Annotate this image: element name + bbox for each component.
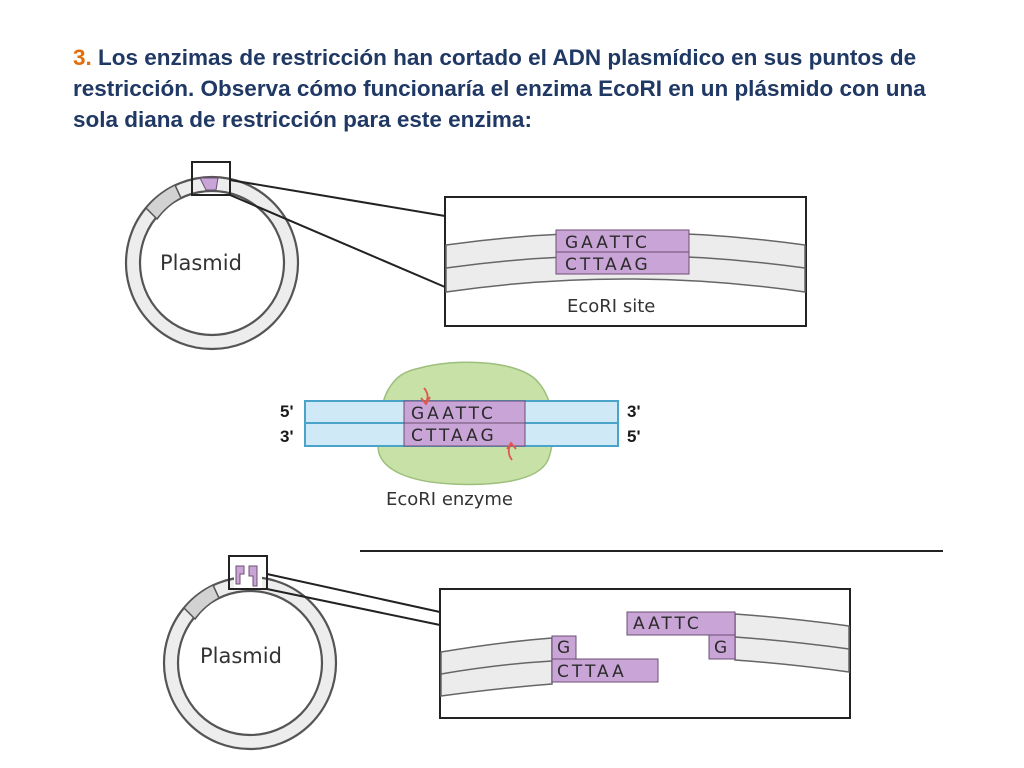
bottom-dna-left-band bbox=[440, 637, 553, 697]
bottom-plasmid-cut-end-right bbox=[248, 565, 258, 587]
heading: 3. Los enzimas de restricción han cortad… bbox=[73, 42, 973, 135]
top-site-top-strand: GAATTC bbox=[565, 233, 650, 253]
right-fragment-bottom-box bbox=[708, 634, 736, 660]
bottom-dna-right-band bbox=[734, 613, 850, 673]
bottom-zoom-line-lower bbox=[266, 588, 441, 626]
bottom-plasmid-ring-inner bbox=[176, 589, 324, 737]
bottom-zoom-panel: G CTTAA AATTC G bbox=[439, 588, 851, 719]
top-plasmid: Plasmid bbox=[124, 161, 300, 351]
heading-text: Los enzimas de restricción han cortado e… bbox=[73, 45, 926, 132]
enzyme-right-top-end: 3' bbox=[627, 402, 641, 421]
bottom-plasmid: Plasmid bbox=[162, 555, 338, 751]
bottom-dna-right-divider bbox=[734, 636, 850, 650]
cut-arrow-top bbox=[423, 387, 429, 403]
heading-number: 3. bbox=[73, 45, 92, 70]
right-fragment-top-box bbox=[626, 611, 736, 636]
bottom-plasmid-gene-segment bbox=[182, 583, 220, 621]
top-zoom-line-lower bbox=[229, 194, 446, 288]
left-fragment-bottom-strand: CTTAA bbox=[557, 662, 627, 682]
top-plasmid-zoom-box bbox=[191, 161, 231, 196]
top-plasmid-ring-inner bbox=[138, 189, 286, 337]
left-fragment-top-strand: G bbox=[557, 638, 573, 658]
top-zoom-line-upper bbox=[229, 179, 446, 217]
top-site-bottom-strand: CTTAAG bbox=[565, 255, 651, 275]
bottom-plasmid-label: Plasmid bbox=[200, 644, 282, 668]
enzyme-label: EcoRI enzyme bbox=[386, 489, 513, 510]
top-site-label: EcoRI site bbox=[567, 296, 655, 317]
enzyme-panel: GAATTC CTTAAG 5' 3' 3' 5' EcoRI enzyme bbox=[280, 361, 641, 510]
enzyme-left-bottom-end: 3' bbox=[280, 427, 294, 446]
right-fragment-bottom-strand: G bbox=[714, 638, 730, 658]
top-plasmid-label: Plasmid bbox=[160, 251, 242, 275]
bottom-dna-left-divider bbox=[440, 660, 553, 675]
enzyme-site-top-strand: GAATTC bbox=[411, 404, 496, 424]
bottom-plasmid-zoom-box bbox=[228, 555, 268, 590]
bottom-zoom-line-upper bbox=[266, 573, 441, 613]
top-plasmid-site bbox=[199, 177, 219, 191]
left-fragment-bottom-box bbox=[551, 658, 659, 683]
enzyme-right-bottom-end: 5' bbox=[627, 427, 641, 446]
enzyme-site-bottom-strand: CTTAAG bbox=[411, 426, 497, 446]
top-plasmid-gene-segment bbox=[144, 183, 182, 221]
top-zoom-panel: GAATTC CTTAAG EcoRI site bbox=[444, 196, 807, 327]
bottom-plasmid-cut-end-left bbox=[235, 565, 245, 585]
cut-arrow-bottom-head bbox=[506, 441, 517, 450]
right-fragment-top-strand: AATTC bbox=[633, 614, 702, 634]
cut-arrow-top-head bbox=[420, 396, 431, 406]
enzyme-left-top-end: 5' bbox=[280, 402, 294, 421]
